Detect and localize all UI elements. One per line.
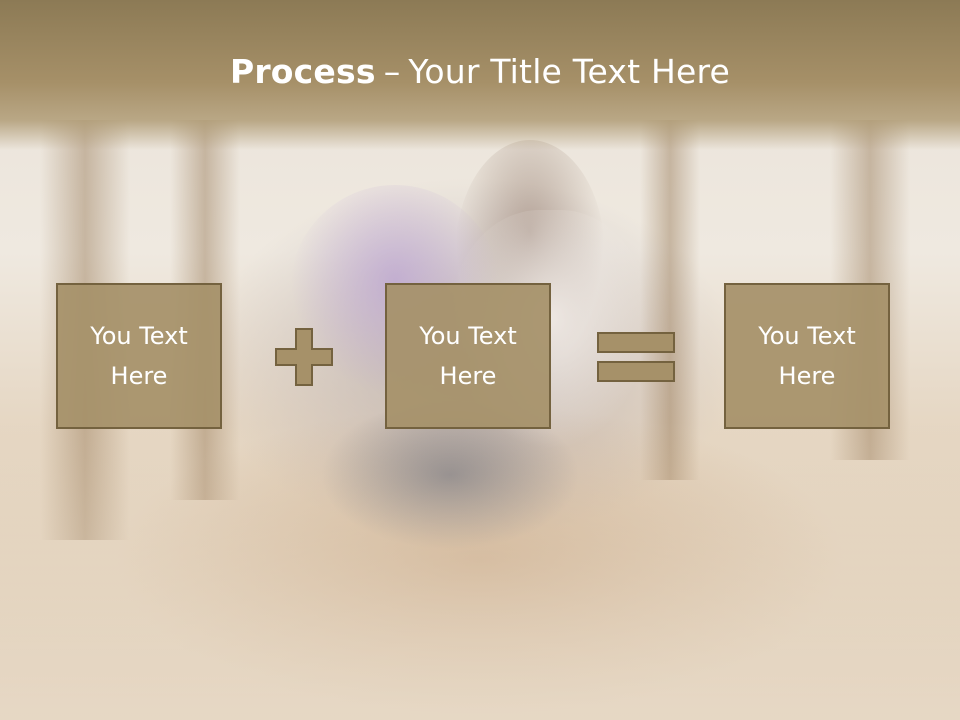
title-bar (0, 0, 960, 150)
process-box-2[interactable]: You Text Here (385, 283, 551, 429)
title-bold: Process (229, 52, 376, 91)
box-line-1: You Text (419, 322, 517, 350)
box-line-2: Here (439, 362, 497, 390)
equals-icon (597, 332, 675, 382)
box-line-1: You Text (758, 322, 856, 350)
box-line-2: Here (778, 362, 836, 390)
plus-icon (275, 328, 333, 386)
process-box-text: You Text Here (742, 316, 872, 396)
box-line-2: Here (110, 362, 168, 390)
slide-title[interactable]: Process–Your Title Text Here (0, 52, 960, 91)
box-line-1: You Text (90, 322, 188, 350)
process-box-text: You Text Here (74, 316, 204, 396)
process-box-1[interactable]: You Text Here (56, 283, 222, 429)
title-rest: Your Title Text Here (408, 52, 731, 91)
title-dash: – (383, 52, 401, 91)
process-box-text: You Text Here (403, 316, 533, 396)
process-box-3[interactable]: You Text Here (724, 283, 890, 429)
